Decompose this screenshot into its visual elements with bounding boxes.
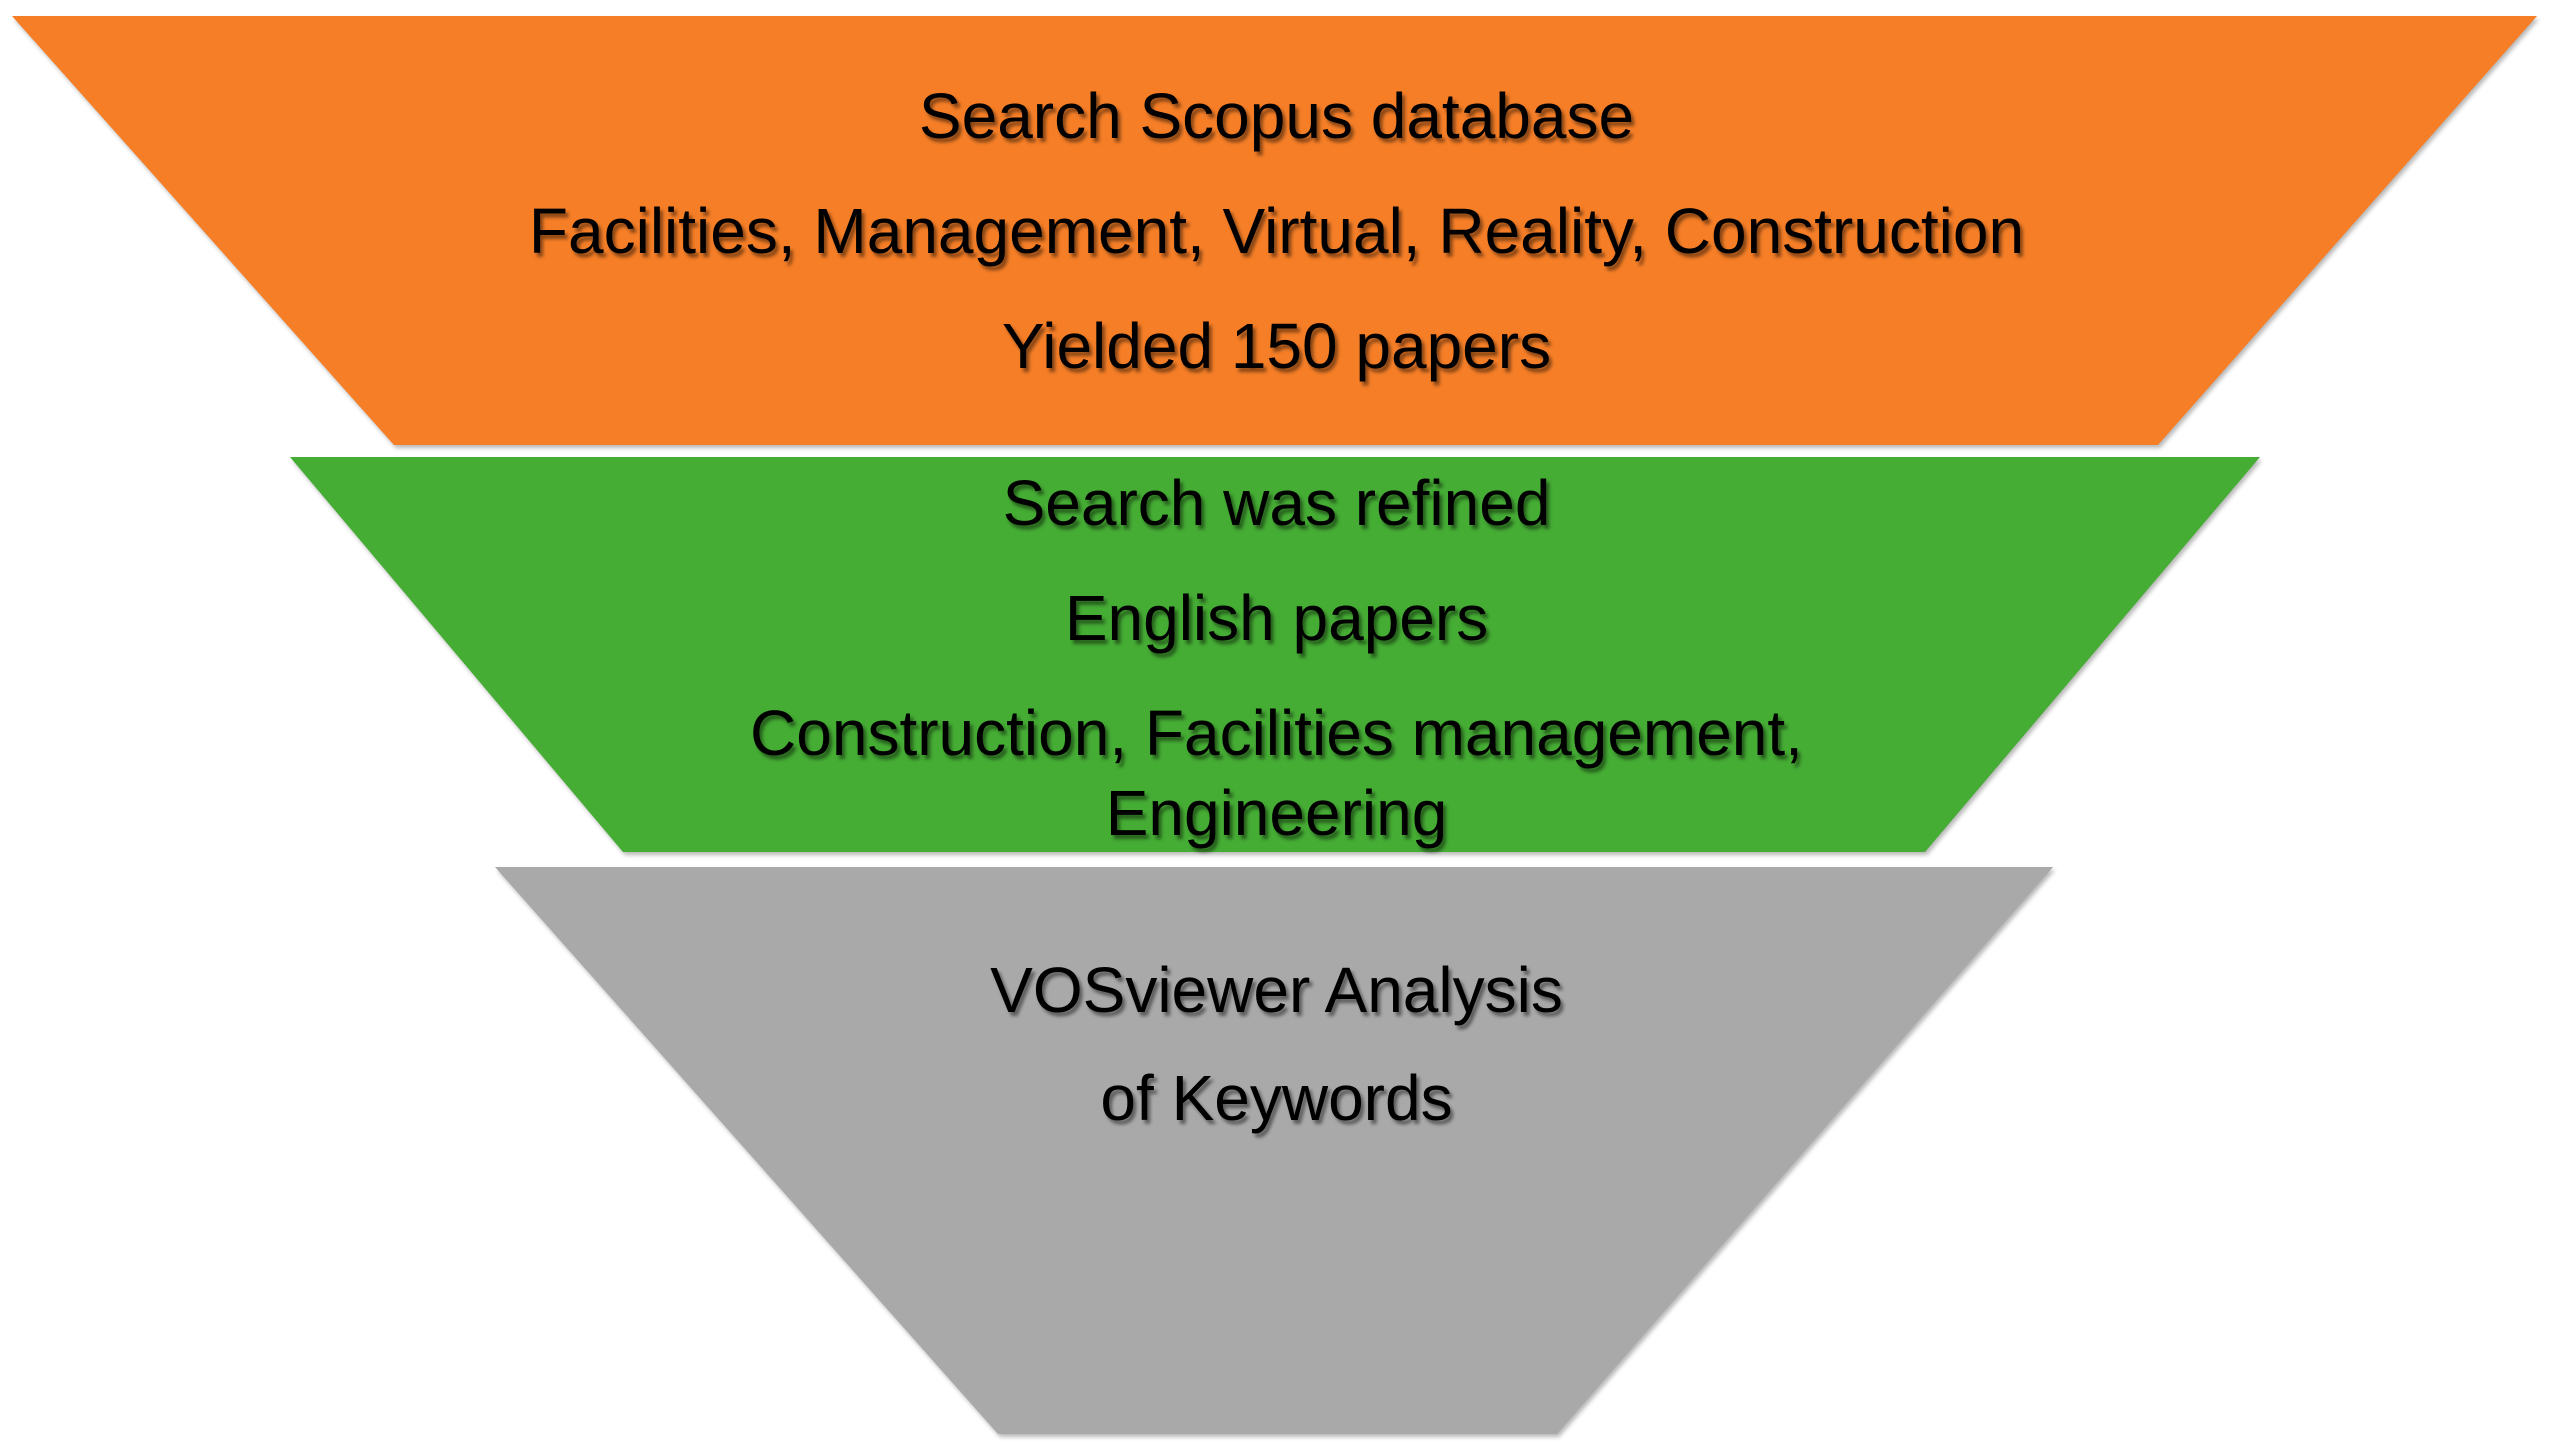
stage-1-line-2: Facilities, Management, Virtual, Reality… <box>528 195 2025 267</box>
stage-1-line-3: Yielded 150 papers <box>1001 310 1552 382</box>
stage-3-trapezoid <box>495 867 2053 1434</box>
stage-2-line-3: Construction, Facilities management, <box>750 697 1803 769</box>
stage-1-line-1: Search Scopus database <box>918 80 1635 152</box>
stage-3-line-1: VOSviewer Analysis <box>990 954 1563 1026</box>
stage-2-line-1: Search was refined <box>1002 467 1551 539</box>
stage-2-line-4: Engineering <box>1105 777 1448 849</box>
stage-1-trapezoid <box>12 16 2537 445</box>
stage-3-line-2: of Keywords <box>1100 1062 1453 1134</box>
stage-2-line-2: English papers <box>1064 582 1489 654</box>
stage-2-trapezoid <box>290 457 2260 852</box>
